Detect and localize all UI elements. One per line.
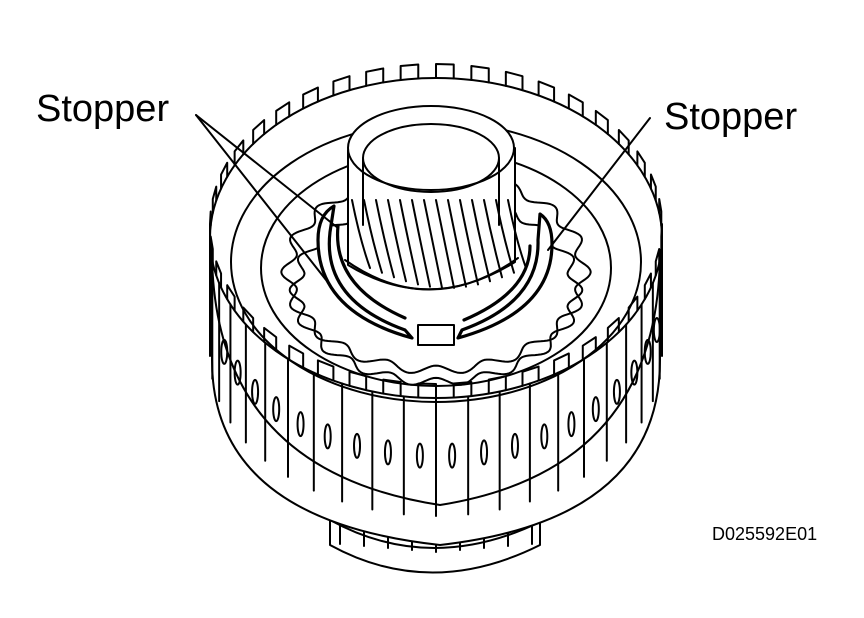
- stopper-right: [456, 212, 554, 340]
- drum-slot: [510, 432, 519, 459]
- spline-tooth: [636, 150, 646, 178]
- spline-tooth: [417, 382, 437, 399]
- spline-tooth: [504, 70, 524, 92]
- drum-slot: [220, 338, 229, 365]
- helix-tooth: [447, 199, 467, 288]
- leader-line-right: [547, 117, 651, 251]
- helix-tooth: [375, 199, 395, 279]
- spline-tooth: [211, 185, 218, 214]
- spline-tooth: [288, 344, 305, 369]
- drum-slot: [383, 439, 392, 466]
- helix-tooth: [423, 199, 443, 289]
- helix-tooth: [507, 199, 527, 269]
- spline-tooth: [215, 260, 223, 289]
- spline-tooth: [382, 378, 402, 398]
- drum-slot: [272, 396, 281, 423]
- spline-tooth: [263, 326, 278, 353]
- drum-slot: [591, 396, 600, 423]
- helix-tooth: [387, 199, 407, 283]
- spline-tooth: [302, 86, 319, 110]
- drum-slot: [630, 359, 639, 386]
- drum-slot: [480, 439, 489, 466]
- drum-slot: [251, 378, 260, 405]
- outer-drum: [209, 63, 663, 546]
- spline-tooth: [220, 161, 229, 190]
- drum-slot: [540, 423, 549, 450]
- drum-slot: [567, 411, 576, 438]
- leader-line-left-upper: [195, 114, 339, 229]
- side-spline-teeth: [209, 237, 663, 517]
- spline-tooth: [617, 128, 630, 156]
- spline-tooth: [553, 352, 570, 376]
- spline-tooth: [316, 359, 335, 382]
- stopper-label-left: Stopper: [36, 88, 170, 130]
- spline-tooth: [537, 80, 556, 103]
- spline-tooth: [649, 173, 657, 202]
- helix-tooth: [495, 199, 515, 274]
- helix-tooth: [459, 199, 479, 286]
- helix-tooth: [435, 199, 455, 289]
- spline-tooth: [365, 67, 385, 87]
- stopper-label-right: Stopper: [664, 96, 798, 138]
- helix-tooth: [471, 199, 491, 283]
- drum-slot: [643, 338, 652, 365]
- spline-tooth: [594, 109, 609, 136]
- drum-slots: [220, 317, 661, 469]
- drum-slot: [612, 378, 621, 405]
- spline-tooth: [658, 197, 663, 227]
- drum-slot: [652, 317, 661, 344]
- helix-tooth: [399, 199, 419, 286]
- helix-tooth: [351, 199, 371, 269]
- spline-tooth: [581, 336, 597, 361]
- drum-slot: [296, 411, 305, 438]
- helical-shaft: [344, 105, 527, 346]
- spline-tooth: [654, 248, 661, 277]
- figure-code: D025592E01: [712, 524, 818, 544]
- drum-slot: [353, 432, 362, 459]
- spline-tooth: [332, 75, 351, 97]
- spline-tooth: [567, 93, 584, 118]
- drum-slot: [415, 442, 424, 469]
- spline-tooth: [399, 63, 420, 81]
- leader-line-left-lower: [195, 114, 331, 286]
- spline-tooth: [252, 119, 266, 145]
- spline-tooth: [275, 101, 291, 126]
- spline-tooth: [435, 63, 455, 80]
- spline-tooth: [643, 272, 652, 301]
- leader-lines: [195, 114, 651, 286]
- spline-tooth: [226, 284, 236, 312]
- drum-slot: [323, 423, 332, 450]
- spline-tooth: [452, 381, 473, 399]
- spline-tooth: [233, 139, 245, 167]
- drum-slot: [233, 359, 242, 386]
- drum-slot: [448, 442, 457, 469]
- helix-tooth: [411, 199, 431, 288]
- spline-tooth: [209, 210, 212, 239]
- spline-tooth: [470, 64, 490, 84]
- helix-tooth: [363, 199, 383, 274]
- spline-tooth: [521, 365, 540, 387]
